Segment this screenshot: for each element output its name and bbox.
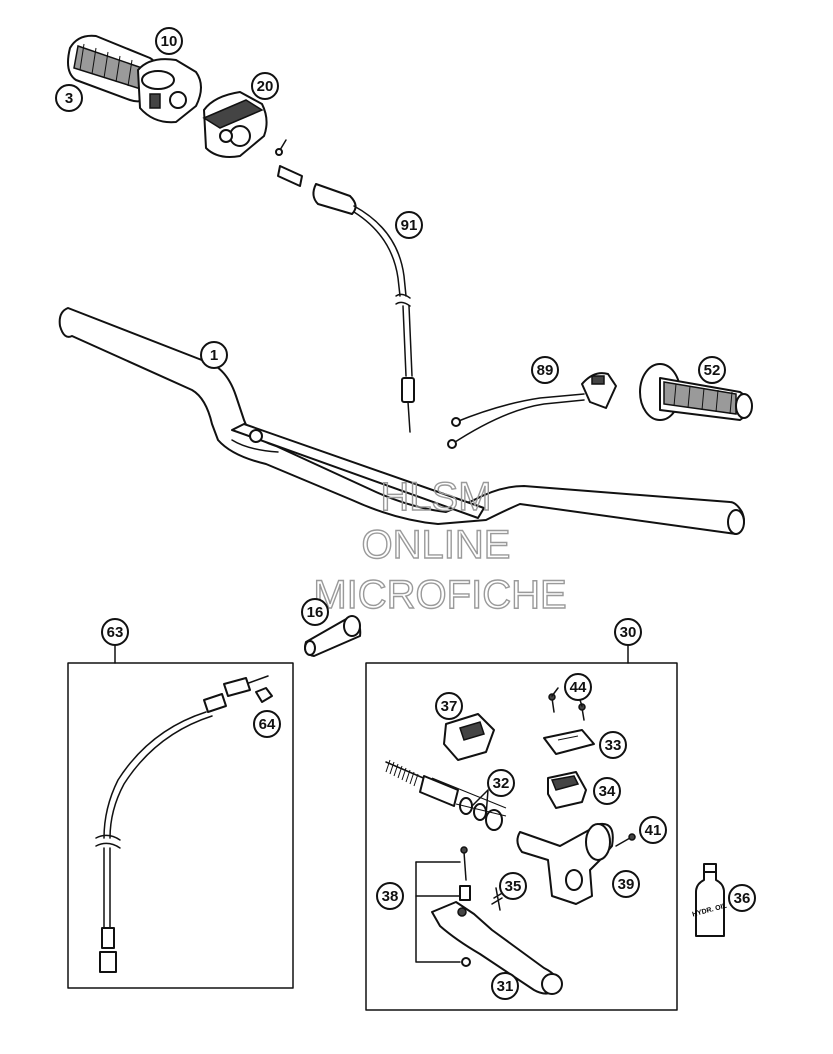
svg-text:33: 33: [605, 737, 622, 754]
callout-30: 30: [614, 618, 642, 646]
callout-41: 41: [639, 816, 667, 844]
oil-bottle: HYDR. OIL: [692, 863, 728, 937]
brake-master-cylinder-box: [365, 644, 678, 1011]
callout-34: 34: [593, 777, 621, 805]
handlebar: [58, 307, 745, 535]
svg-text:52: 52: [704, 362, 721, 379]
callout-89: 89: [531, 356, 559, 384]
svg-text:20: 20: [257, 78, 274, 95]
throttle-grip: [67, 34, 202, 124]
kill-switch-cable: [275, 139, 415, 433]
svg-text:10: 10: [161, 33, 178, 50]
svg-text:35: 35: [505, 878, 522, 895]
svg-text:91: 91: [401, 217, 418, 234]
callouts: 10 3 20 91 1 89 52 16 63 64 30 44 37 33 …: [55, 27, 756, 1000]
callout-64: 64: [253, 710, 281, 738]
svg-text:36: 36: [734, 890, 751, 907]
svg-text:31: 31: [497, 978, 514, 995]
svg-text:39: 39: [618, 876, 635, 893]
svg-text:3: 3: [65, 90, 73, 107]
watermark-line-3: MICROFICHE: [313, 573, 566, 617]
callout-52: 52: [698, 356, 726, 384]
clutch-cable-box: [67, 644, 294, 989]
svg-text:63: 63: [107, 624, 124, 641]
callout-36: 36: [728, 884, 756, 912]
callout-63: 63: [101, 618, 129, 646]
callout-10: 10: [155, 27, 183, 55]
callout-32: 32: [487, 769, 515, 797]
callout-1: 1: [200, 341, 228, 369]
switch-lead: [447, 372, 617, 449]
svg-text:32: 32: [493, 775, 510, 792]
callout-33: 33: [599, 731, 627, 759]
callout-37: 37: [435, 692, 463, 720]
svg-text:30: 30: [620, 624, 637, 641]
callout-31: 31: [491, 972, 519, 1000]
svg-text:34: 34: [599, 783, 616, 800]
svg-text:1: 1: [210, 347, 218, 364]
watermark: HLSM ONLINE MICROFICHE: [313, 474, 568, 617]
watermark-line-2: ONLINE: [362, 523, 511, 567]
left-grip: [639, 363, 753, 421]
svg-text:41: 41: [645, 822, 662, 839]
watermark-line-1: HLSM: [380, 475, 491, 519]
svg-text:89: 89: [537, 362, 554, 379]
callout-35: 35: [499, 872, 527, 900]
bar-end: [304, 615, 362, 657]
throttle-cover: [202, 91, 268, 158]
callout-20: 20: [251, 72, 279, 100]
svg-text:38: 38: [382, 888, 399, 905]
callout-38: 38: [376, 882, 404, 910]
svg-text:44: 44: [570, 679, 587, 696]
svg-text:37: 37: [441, 698, 458, 715]
callout-3: 3: [55, 84, 83, 112]
svg-text:16: 16: [307, 604, 324, 621]
callout-16: 16: [301, 598, 329, 626]
svg-text:64: 64: [259, 716, 276, 733]
callout-44: 44: [564, 673, 592, 701]
callout-39: 39: [612, 870, 640, 898]
callout-91: 91: [395, 211, 423, 239]
